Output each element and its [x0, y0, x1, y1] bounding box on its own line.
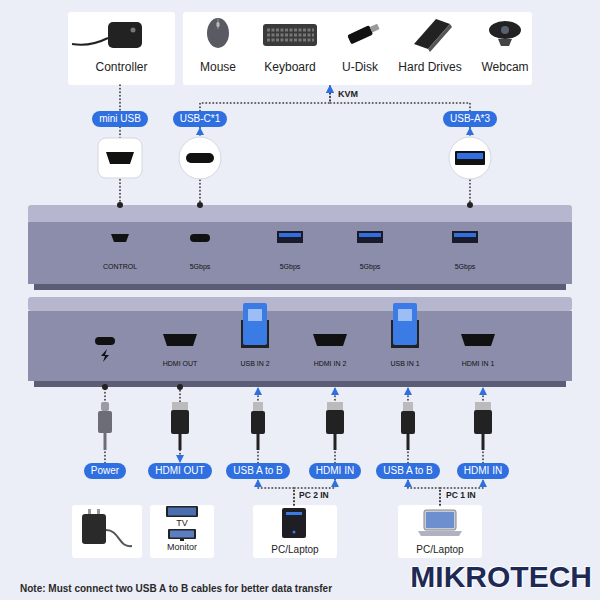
node-text: U-Disk	[342, 61, 378, 75]
node-text: USB IN 2	[240, 360, 269, 368]
device-box: Controller	[68, 12, 175, 85]
device-box: PC/Laptop	[253, 505, 337, 558]
bottom-boxes	[72, 505, 482, 558]
node-text: USB IN 1	[390, 360, 419, 368]
node-text: Controller	[95, 61, 147, 75]
group-label: PC 2 IN	[299, 491, 329, 501]
port-label: mini USB	[92, 111, 148, 127]
laptop-icon	[418, 510, 462, 536]
cable-label: HDMI OUT	[148, 463, 211, 479]
node-text: Hard Drives	[398, 61, 461, 75]
front-panel: CONTROL 5Gbps 5Gbps 5Gbps 5Gbps	[28, 205, 572, 290]
node-text: Keyboard	[264, 61, 315, 75]
node-text: Webcam	[481, 61, 528, 75]
usb-disk-icon	[347, 22, 380, 45]
peripheral-box: Mouse Keyboard U-Disk Hard Drives Webcam	[183, 12, 532, 85]
connector-line	[294, 479, 335, 505]
node-text: 5Gbps	[360, 263, 381, 271]
group-label: PC 1 IN	[446, 491, 476, 501]
controller-icon	[72, 22, 142, 48]
device-box: TV Monitor	[150, 505, 214, 558]
connector-line	[330, 85, 470, 111]
back-body	[28, 297, 572, 387]
cable-label: USB A to B	[376, 463, 439, 479]
cable-label: Power	[84, 463, 126, 479]
connector-line	[440, 479, 483, 505]
port-label: USB-C*1	[173, 111, 228, 127]
cable-label: HDMI IN	[309, 463, 361, 479]
node-text: Mouse	[200, 61, 236, 75]
connector-line	[258, 479, 294, 505]
node-text: HDMI IN 1	[462, 360, 495, 368]
back-panel: HDMI OUT USB IN 2 HDMI IN 2 USB IN 1 HDMI IN…	[28, 297, 572, 387]
webcam-icon	[489, 21, 521, 46]
node-text: Monitor	[167, 542, 197, 552]
cable-label: HDMI IN	[457, 463, 509, 479]
node-text: HDMI IN 2	[314, 360, 347, 368]
node-text: PC/Laptop	[416, 544, 463, 556]
note-text: Note: Must connect two USB A to B cables…	[20, 583, 332, 595]
port-label: USB-A*3	[443, 111, 497, 127]
tv-monitor-icon	[166, 506, 198, 541]
charger-icon	[82, 509, 132, 546]
pc-tower-icon	[282, 508, 306, 538]
cable-label: USB A to B	[226, 463, 289, 479]
hard-drive-icon	[414, 19, 452, 52]
connector-line	[200, 85, 330, 111]
node-text: TV	[176, 518, 188, 528]
cable-icons	[98, 402, 492, 450]
keyboard-icon	[263, 24, 317, 46]
node-text: 5Gbps	[190, 263, 211, 271]
mouse-icon	[207, 18, 229, 48]
node-text: PC/Laptop	[271, 544, 318, 556]
port-closeup-icons	[98, 137, 491, 179]
connector-line	[119, 85, 121, 111]
top-boxes	[68, 12, 532, 85]
node-text: 5Gbps	[280, 263, 301, 271]
connector-line	[408, 479, 440, 505]
bus-label: KVM	[338, 89, 358, 99]
device-box: PC/Laptop	[398, 505, 482, 558]
watermark: MIKROTECH	[410, 560, 592, 595]
front-body	[28, 205, 572, 290]
node-text: CONTROL	[103, 263, 137, 271]
node-text: 5Gbps	[455, 263, 476, 271]
node-text: HDMI OUT	[163, 360, 198, 368]
